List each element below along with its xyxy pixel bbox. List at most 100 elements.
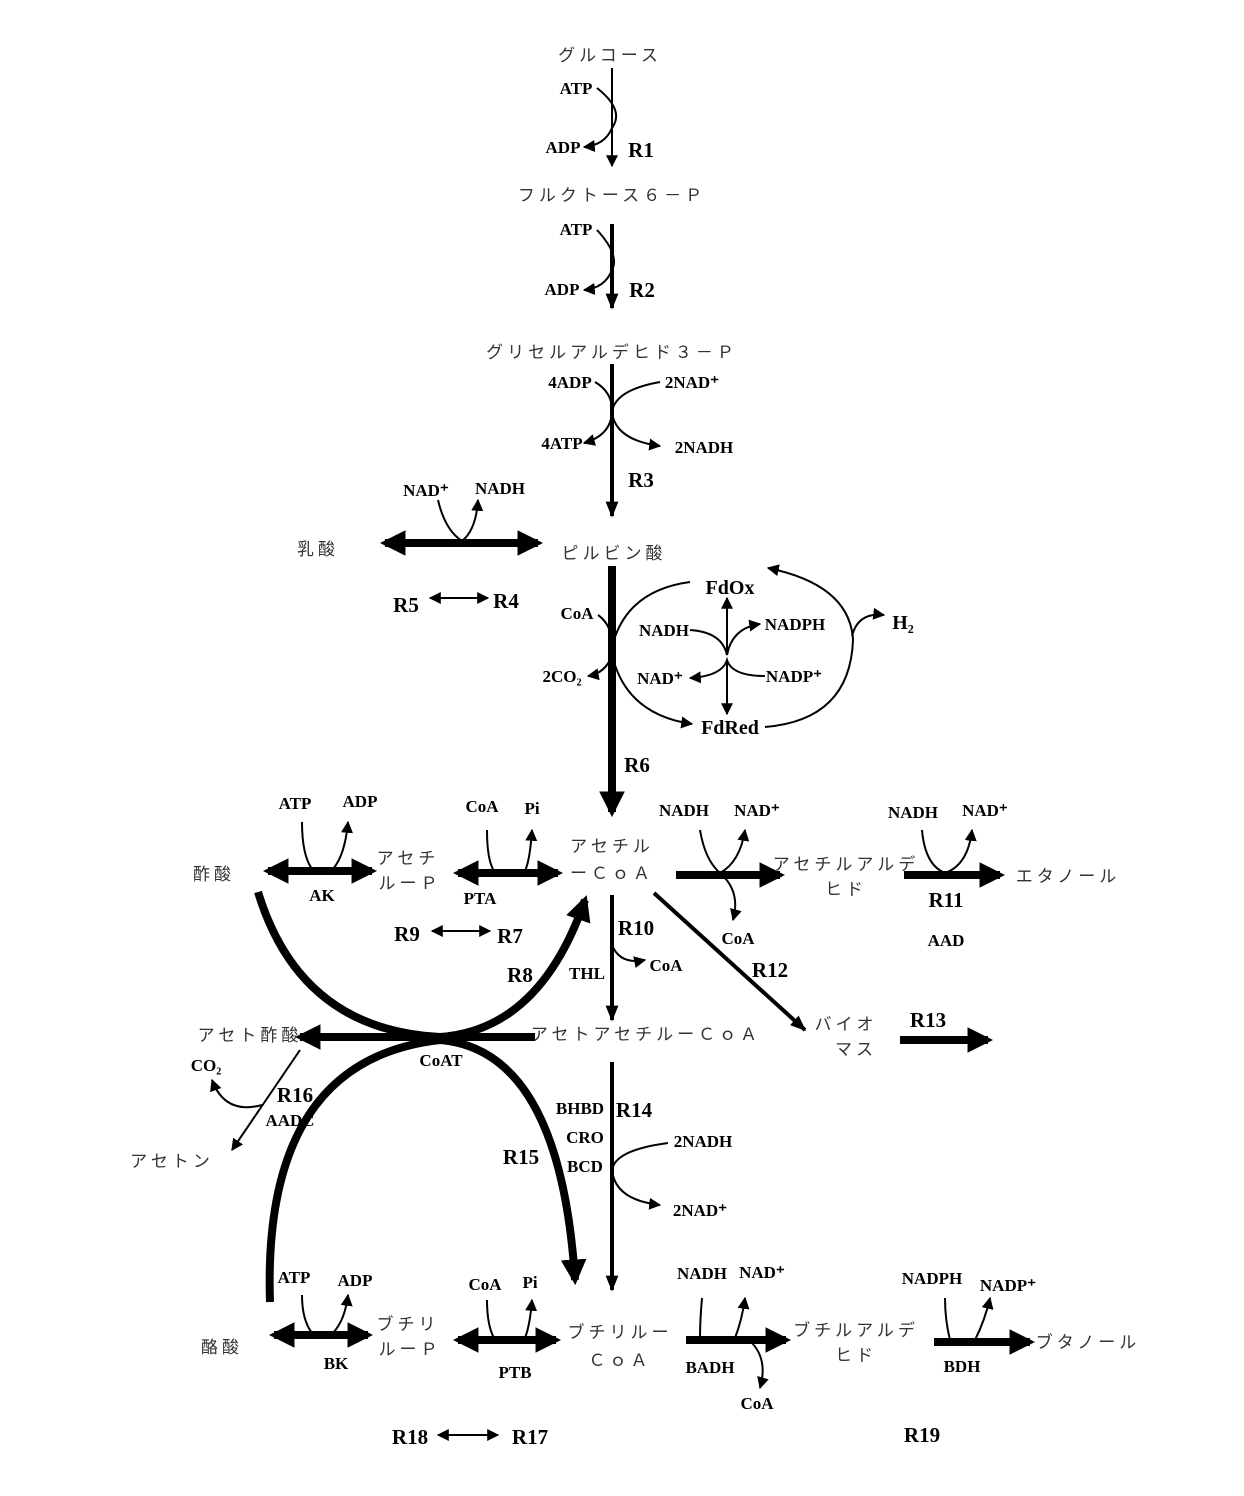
cofactor-label: NAD⁺: [637, 669, 683, 688]
arrow-r8: [258, 892, 585, 1037]
cofactor-label: ADP: [343, 792, 378, 811]
cofactor-label: 2NADH: [674, 1132, 733, 1151]
enzyme-label: AK: [309, 886, 335, 905]
cofactor-arrow-r3-nad: [612, 382, 660, 446]
cofactor-label: 4ADP: [548, 373, 591, 392]
co2-release-aadc: [212, 1080, 262, 1107]
cofactor-label: FdRed: [701, 717, 759, 739]
metabolite-acetyl-coa: ーＣｏＡ: [570, 864, 654, 884]
enzyme-label: THL: [569, 964, 605, 983]
metabolite-acetate: 酢酸: [193, 865, 235, 885]
reaction-label: R9: [394, 922, 420, 946]
cofactor-label: NAD⁺: [739, 1263, 785, 1282]
cofactor-label: ATP: [279, 794, 312, 813]
metabolite-glucose: グルコース: [558, 46, 662, 66]
enzyme-label: BK: [324, 1354, 349, 1373]
cofactor-label: ADP: [546, 138, 581, 157]
metabolite-butyrate: 酪酸: [201, 1338, 243, 1358]
coa-release-thl: [612, 945, 645, 961]
cofactor-label: ATP: [560, 220, 593, 239]
cofactor-label: 2NADH: [675, 438, 734, 457]
cofactor-label: ATP: [560, 79, 593, 98]
metabolite-butyryl-coa: ブチリルー: [568, 1322, 673, 1343]
cofactor-arrow-lactate: [438, 500, 478, 541]
cofactor-label: CoA: [560, 604, 594, 623]
cofactor-label: CO₂: [191, 1056, 222, 1075]
reaction-label: R6: [624, 753, 650, 777]
cofactor-label: FdOx: [706, 577, 755, 599]
cofactor-label: H₂: [892, 612, 914, 634]
reaction-label: R7: [497, 924, 523, 948]
cofactor-label: NADH: [888, 803, 938, 822]
metabolite-pyruvate: ピルビン酸: [562, 544, 667, 564]
cofactor-label: NADH: [659, 801, 709, 820]
metabolite-acetyl-p: アセチ: [377, 849, 440, 869]
coa-release-aldehyde: [725, 878, 735, 920]
reaction-label: R19: [904, 1423, 940, 1447]
reaction-label: R1: [628, 138, 654, 162]
pathway-arrows: [212, 68, 1030, 1435]
cofactor-arrow-ptb: [487, 1300, 532, 1338]
cofactor-label: CoA: [465, 797, 499, 816]
cofactor-arrow-pta: [487, 830, 532, 871]
cofactor-label: NADP⁺: [980, 1276, 1036, 1295]
reaction-labels: R1 R2 R3 R4 R5 R6 R7 R8 R9 R10 R11 R12 R…: [277, 138, 964, 1449]
cofactor-label: CoA: [468, 1275, 502, 1294]
metabolite-biomass: バイオ: [815, 1015, 878, 1035]
cofactor-arrow-r11: [922, 830, 972, 873]
cofactor-arrow-badh: [700, 1298, 745, 1338]
reaction-label: R5: [393, 593, 419, 617]
metabolite-f6p: フルクトース６－Ｐ: [518, 186, 706, 206]
reaction-label: R8: [507, 963, 533, 987]
metabolite-butyryl-coa: ＣｏＡ: [589, 1351, 652, 1371]
cofactor-label: ATP: [278, 1268, 311, 1287]
cofactor-label: Pi: [522, 1273, 537, 1292]
cofactor-label: 2NAD⁺: [673, 1201, 727, 1220]
enzyme-label: AAD: [928, 931, 965, 950]
cofactor-arrow-bk: [302, 1295, 348, 1333]
enzyme-label: BHBD: [556, 1099, 604, 1118]
metabolite-acetaldehyde: アセチルアルデ: [773, 854, 920, 875]
enzyme-label: CoAT: [419, 1051, 463, 1070]
reaction-label: R3: [628, 468, 654, 492]
enzyme-label: PTB: [498, 1363, 531, 1382]
metabolite-acetoacetate: アセト酢酸: [198, 1026, 303, 1046]
metabolite-butyryl-p: ブチリ: [377, 1314, 440, 1335]
cofactor-label: 4ATP: [541, 434, 582, 453]
cofactor-label: Pi: [524, 799, 539, 818]
cofactor-label: 2NAD⁺: [665, 373, 719, 392]
coa-release-badh: [752, 1343, 763, 1388]
cofactor-label: NAD⁺: [962, 801, 1008, 820]
enzyme-label: PTA: [464, 889, 497, 908]
h2-arrow: [852, 615, 884, 636]
nadh-nadph-arrow: [690, 624, 760, 655]
metabolite-acetoacetyl-coa: アセトアセチルーＣｏＡ: [531, 1025, 761, 1045]
enzyme-label: BCD: [567, 1157, 603, 1176]
reaction-label: R16: [277, 1083, 313, 1107]
enzyme-label: CRO: [566, 1128, 604, 1147]
reaction-label: R13: [910, 1008, 946, 1032]
metabolite-g3p: グリセルアルデヒド３－Ｐ: [486, 342, 738, 363]
cofactor-label: ADP: [545, 280, 580, 299]
cofactor-label: 2CO₂: [542, 667, 581, 686]
metabolite-acetyl-p: ルーＰ: [379, 874, 442, 894]
cofactor-arrow-r2: [584, 230, 614, 290]
cofactor-label: NADPH: [902, 1269, 962, 1288]
metabolite-ethanol: エタノール: [1016, 867, 1121, 887]
metabolite-butanol: ブタノール: [1036, 1332, 1141, 1353]
enzyme-label: BDH: [944, 1357, 981, 1376]
reaction-label: R2: [629, 278, 655, 302]
arrow-r15: [270, 1040, 575, 1302]
cofactor-arrow-r14: [612, 1143, 668, 1205]
metabolite-acetone: アセトン: [130, 1152, 214, 1172]
cofactor-label: CoA: [649, 956, 683, 975]
reaction-label: R17: [512, 1425, 548, 1449]
metabolite-acetyl-coa: アセチル: [570, 837, 654, 857]
reaction-label: R12: [752, 958, 788, 982]
enzyme-label: BADH: [685, 1358, 734, 1377]
metabolite-lactate: 乳酸: [297, 540, 339, 560]
cofactor-label: NADH: [677, 1264, 727, 1283]
cofactor-label: NADPH: [765, 615, 825, 634]
metabolite-butyraldehyde: ヒド: [835, 1346, 877, 1366]
